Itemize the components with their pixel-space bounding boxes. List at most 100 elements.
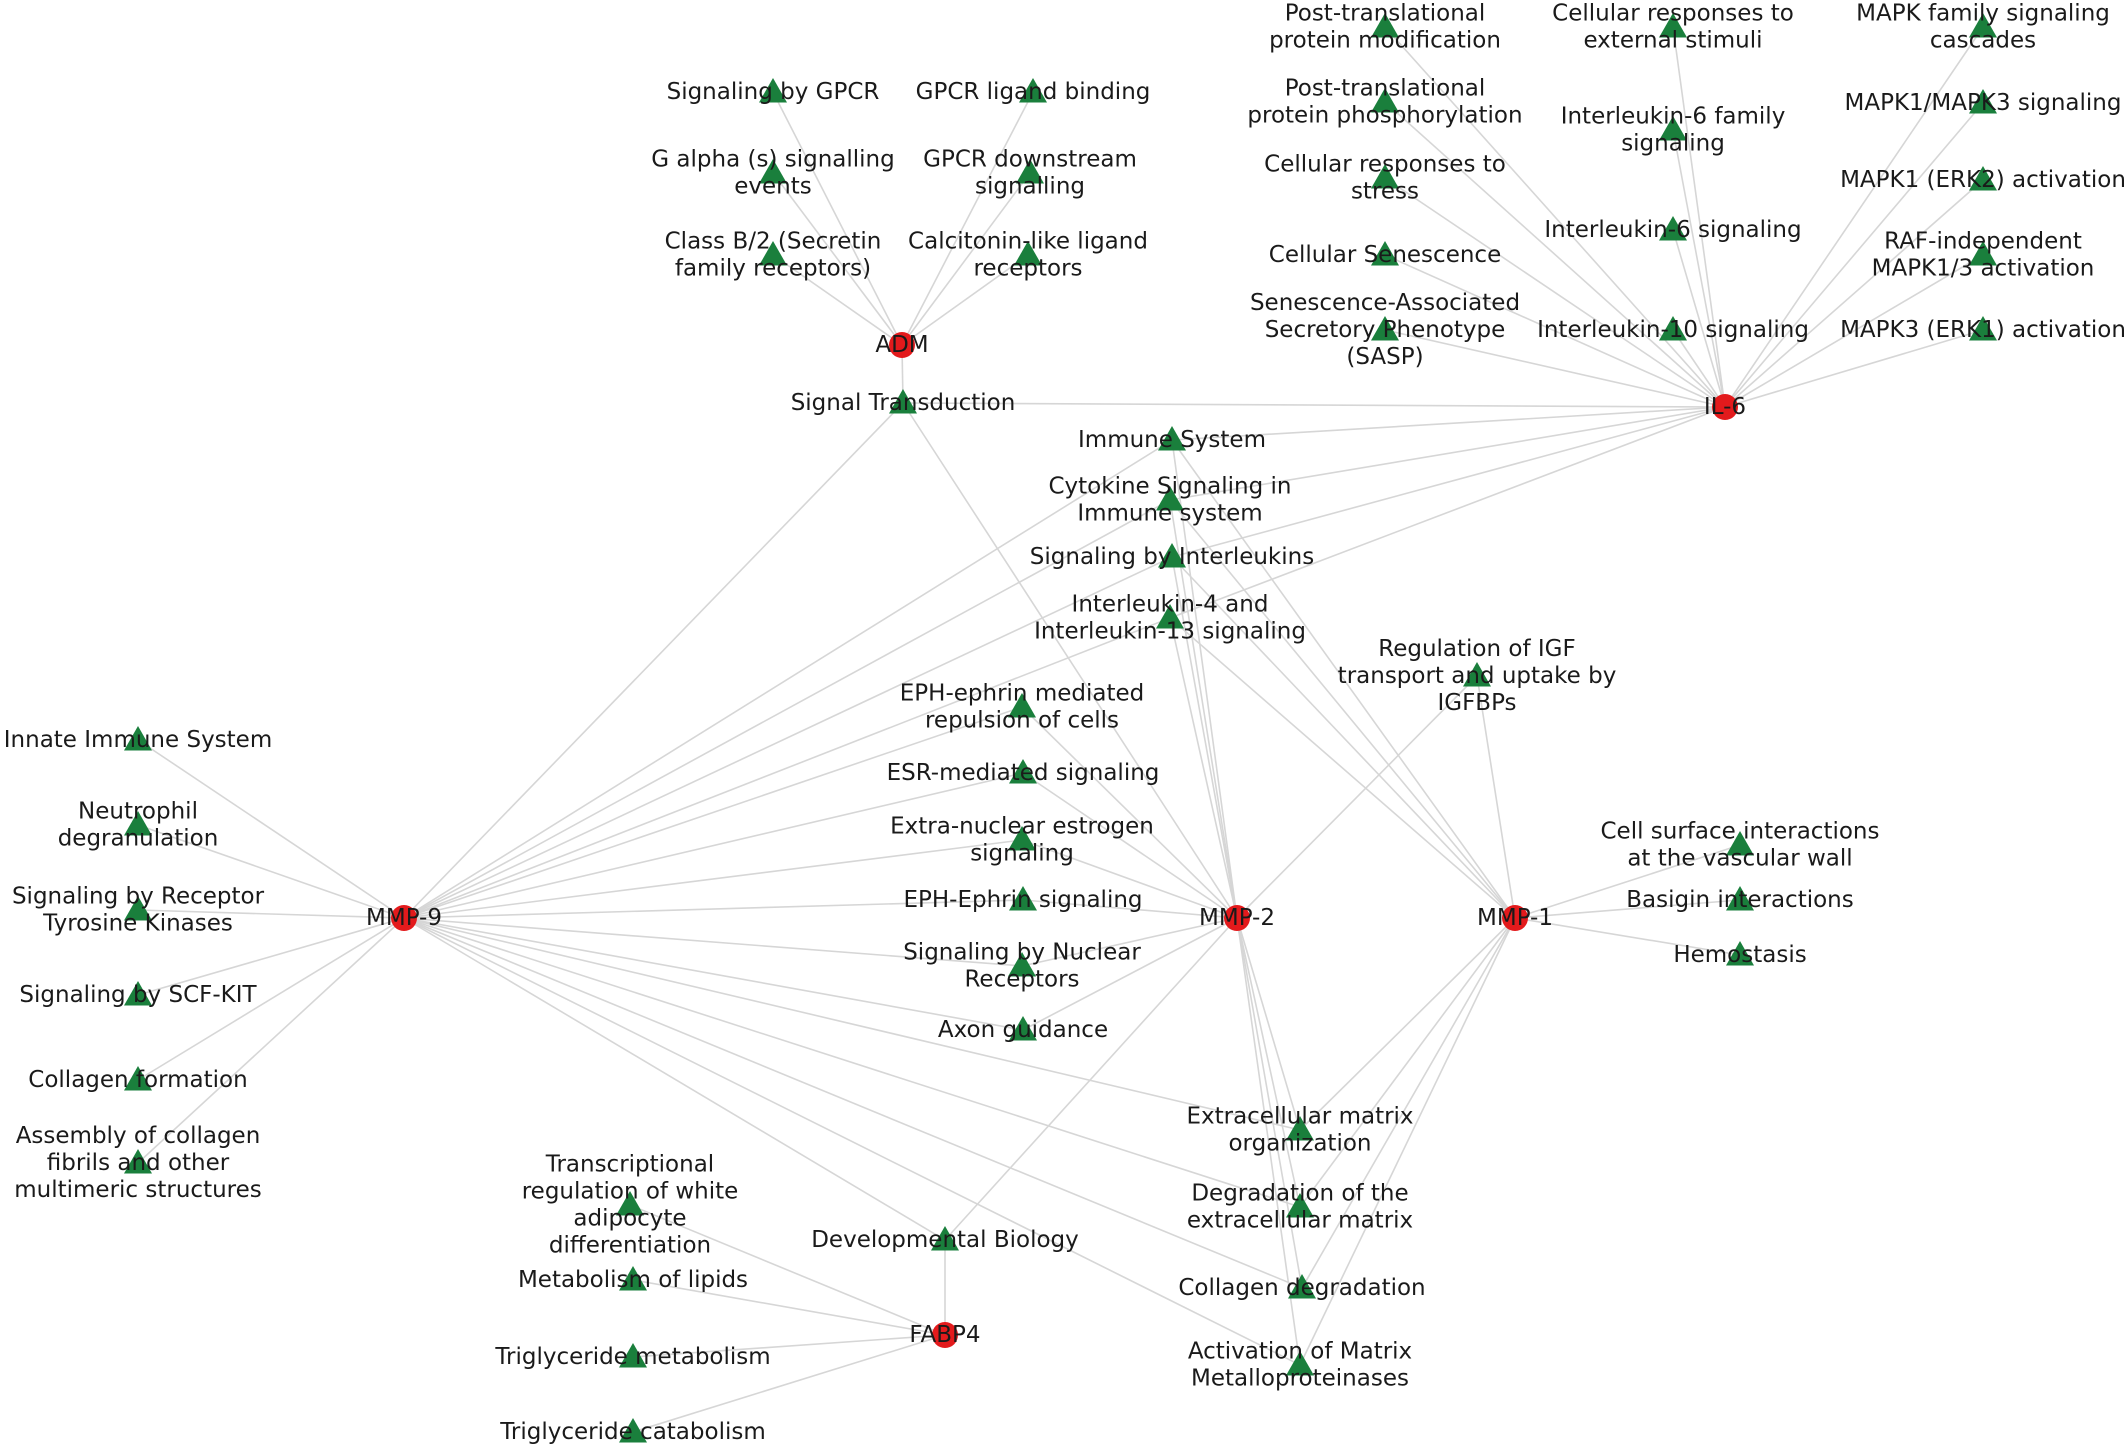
pathway-label-line: protein modification <box>1269 28 1501 54</box>
edge-IL6-rafind <box>1724 254 1984 408</box>
edge-MMP1-cytok <box>1169 499 1516 919</box>
edge-MMP1-colldeg <box>1301 917 1516 1289</box>
pathway-label-collform: Collagen formation <box>28 1067 247 1093</box>
pathway-label-line: Triglyceride catabolism <box>499 1419 766 1445</box>
pathway-node-il6fam <box>1659 116 1687 141</box>
pathway-label-line: Collagen formation <box>28 1067 247 1093</box>
pathway-label-gpcr_lig: GPCR ligand binding <box>916 79 1151 105</box>
edge-MMP1-cellsurf <box>1514 844 1741 919</box>
pathway-node-neutro <box>124 811 152 836</box>
edge-MMP9-cytok <box>403 499 1171 919</box>
edge-IL6-senes <box>1384 254 1726 408</box>
pathway-node-esr <box>1009 759 1037 784</box>
pathway-label-line: Class B/2 (Secretin <box>665 229 882 255</box>
pathway-label-metlip: Metabolism of lipids <box>518 1267 748 1293</box>
pathway-label-sigil: Signaling by Interleukins <box>1030 544 1314 570</box>
pathway-label-line: transport and uptake by <box>1338 663 1617 689</box>
edge-MMP2-axon <box>1022 917 1238 1031</box>
edge-MMP9-rtk <box>137 909 405 919</box>
pathway-label-line: Collagen degradation <box>1178 1275 1425 1301</box>
edge-ADM-classb <box>772 254 903 346</box>
edge-MMP2-ephsig <box>1022 899 1238 919</box>
pathway-node-devbio <box>931 1226 959 1251</box>
pathway-node-ptm <box>1371 13 1399 38</box>
edge-MMP1-sigil <box>1171 556 1516 919</box>
pathway-label-line: protein phosphorylation <box>1247 103 1522 129</box>
pathway-node-ecmdeg <box>1286 1193 1314 1218</box>
pathway-label-line: Degradation of the <box>1191 1181 1408 1207</box>
pathway-label-line: MAPK1/MAPK3 signaling <box>1845 90 2122 116</box>
pathway-label-line: Hemostasis <box>1673 942 1806 968</box>
pathway-label-line: Transcriptional <box>545 1152 714 1178</box>
pathway-label-line: Basigin interactions <box>1626 887 1854 913</box>
pathway-node-cytok <box>1156 486 1184 511</box>
edge-MMP9-sigil <box>403 556 1173 919</box>
pathway-label-line: ESR-mediated signaling <box>887 760 1160 786</box>
pathway-label-line: MAPK family signaling <box>1856 1 2110 27</box>
pathway-label-line: receptors <box>973 256 1082 282</box>
edge-MMP2-igf <box>1236 675 1478 919</box>
pathway-label-line: Innate Immune System <box>4 727 273 753</box>
gene-node-MMP2 <box>1224 905 1250 931</box>
pathway-label-axon: Axon guidance <box>938 1017 1108 1043</box>
pathway-label-line: degranulation <box>58 826 219 852</box>
pathway-node-sigil <box>1158 543 1186 568</box>
pathway-label-line: Cellular responses to <box>1264 152 1506 178</box>
edge-IL6-cytok <box>1169 406 1726 501</box>
pathway-label-line: Post-translational <box>1285 1 1486 27</box>
edge-MMP1-ecmdeg <box>1299 917 1516 1208</box>
pathway-label-line: Cellular responses to <box>1552 1 1794 27</box>
edge-MMP9-assembly <box>137 917 405 1164</box>
pathway-node-crstress <box>1371 164 1399 189</box>
pathway-node-transc <box>616 1191 644 1216</box>
pathway-label-line: differentiation <box>549 1233 711 1259</box>
pathway-label-line: Signaling by SCF-KIT <box>19 982 257 1008</box>
pathway-label-line: Triglyceride metabolism <box>494 1344 770 1370</box>
gene-node-MMP9 <box>391 905 417 931</box>
pathway-label-line: events <box>734 174 812 200</box>
pathway-label-line: Post-translational <box>1285 76 1486 102</box>
edge-ADM-calci <box>901 254 1029 346</box>
pathway-label-line: organization <box>1228 1131 1371 1157</box>
edge-ADM-gpcr_down <box>901 172 1031 346</box>
pathway-node-immune <box>1158 426 1186 451</box>
pathway-node-senes <box>1371 241 1399 266</box>
pathway-label-esr: ESR-mediated signaling <box>887 760 1160 786</box>
pathway-label-line: Tyrosine Kinases <box>42 911 233 937</box>
pathway-label-senes: Cellular Senescence <box>1269 242 1501 268</box>
gene-label-IL6: IL-6 <box>1704 394 1746 420</box>
edge-MMP2-ecmdeg <box>1236 917 1301 1208</box>
edge-IL6-mapkfam <box>1724 26 1984 408</box>
edge-MMP1-immune <box>1171 439 1516 919</box>
pathway-node-mapk13 <box>1969 89 1997 114</box>
pathway-label-line: Extracellular matrix <box>1186 1104 1413 1130</box>
edge-MMP1-basigin <box>1514 899 1741 919</box>
gene-node-FABP4 <box>932 1322 958 1348</box>
pathway-label-il6sig: Interleukin-6 signaling <box>1544 217 1801 243</box>
edge-IL6-erk1 <box>1724 329 1984 408</box>
edge-MMP2-colldeg <box>1236 917 1303 1289</box>
edge-MMP9-colldeg <box>403 917 1303 1289</box>
edge-IL6-il6fam <box>1672 129 1726 408</box>
pathway-label-basigin: Basigin interactions <box>1626 887 1854 913</box>
edge-MMP2-ephrep <box>1021 706 1238 919</box>
pathway-node-tricat <box>619 1418 647 1443</box>
edge-FABP4-metlip <box>632 1279 946 1336</box>
edge-MMP2-actmmp <box>1236 917 1301 1366</box>
pathway-label-line: Interleukin-10 signaling <box>1537 317 1809 343</box>
edge-MMP2-immune <box>1171 439 1238 919</box>
edge-IL6-immune <box>1171 406 1726 441</box>
pathway-node-calci <box>1014 241 1042 266</box>
pathway-node-cellsurf <box>1726 831 1754 856</box>
edge-MMP9-ephsig <box>403 899 1024 919</box>
edge-FABP4-trimet <box>632 1334 946 1358</box>
